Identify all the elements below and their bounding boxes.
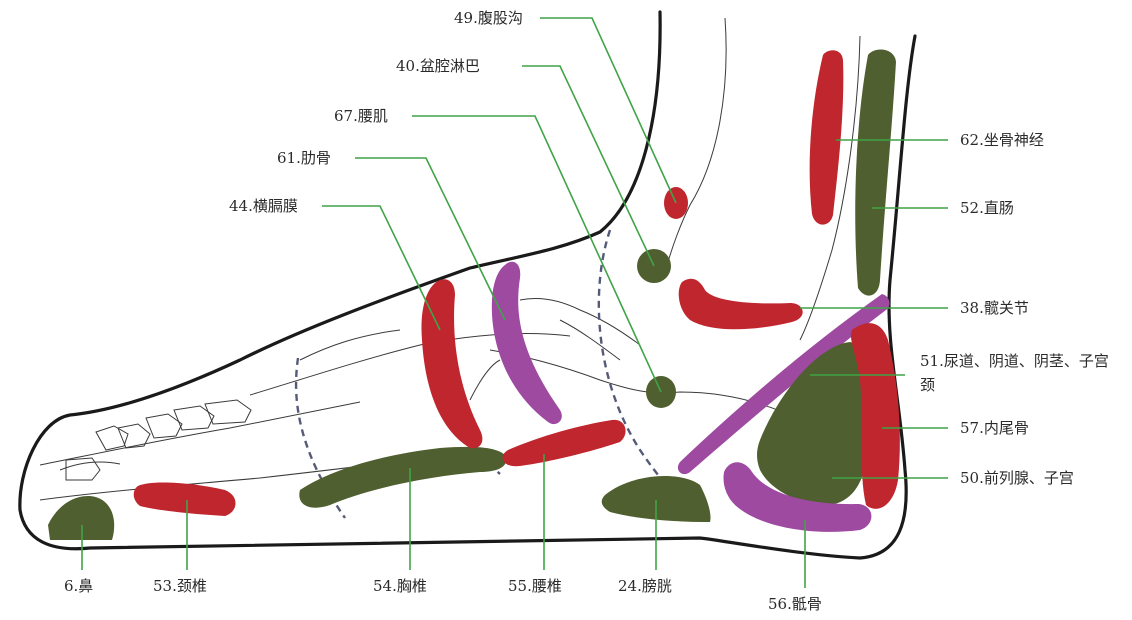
diaphragm-zone bbox=[421, 279, 482, 448]
hip-joint-zone bbox=[679, 279, 803, 330]
label-inguinal-groove: 49.腹股沟 bbox=[454, 9, 523, 27]
label-pelvic-lymph: 40.盆腔淋巴 bbox=[396, 57, 480, 75]
label-urethra-vagina: 51.尿道、阴道、阴茎、子宫颈 bbox=[920, 349, 1110, 397]
label-prostate-uterus: 50.前列腺、子宫 bbox=[960, 469, 1074, 487]
cervical-spine-zone bbox=[134, 483, 236, 516]
label-rectum: 52.直肠 bbox=[960, 199, 1014, 217]
label-inner-coccyx: 57.内尾骨 bbox=[960, 419, 1029, 437]
label-sciatic-nerve: 62.坐骨神经 bbox=[960, 131, 1044, 149]
label-thoracic-spine: 54.胸椎 bbox=[373, 577, 427, 595]
label-cervical-spine: 53.颈椎 bbox=[153, 577, 207, 595]
label-bladder: 24.膀胱 bbox=[618, 577, 672, 595]
label-hip-joint: 38.髋关节 bbox=[960, 299, 1029, 317]
label-diaphragm: 44.横膈膜 bbox=[229, 197, 298, 215]
nose-zone bbox=[48, 496, 114, 540]
sciatic-nerve-zone bbox=[810, 50, 844, 224]
ribs-zone bbox=[492, 262, 562, 424]
inner-skin-line bbox=[668, 18, 726, 262]
label-nose: 6.鼻 bbox=[64, 577, 93, 595]
label-ribs: 61.肋骨 bbox=[277, 149, 331, 167]
lumbar-spine-zone bbox=[503, 420, 626, 466]
label-lumbar-spine: 55.腰椎 bbox=[508, 577, 562, 595]
rectum-zone bbox=[855, 50, 896, 296]
label-lumbar-muscle: 67.腰肌 bbox=[334, 107, 388, 125]
prostate-zone bbox=[757, 342, 870, 505]
label-sacrum: 56.骶骨 bbox=[768, 595, 822, 613]
thoracic-spine-zone bbox=[299, 447, 506, 508]
